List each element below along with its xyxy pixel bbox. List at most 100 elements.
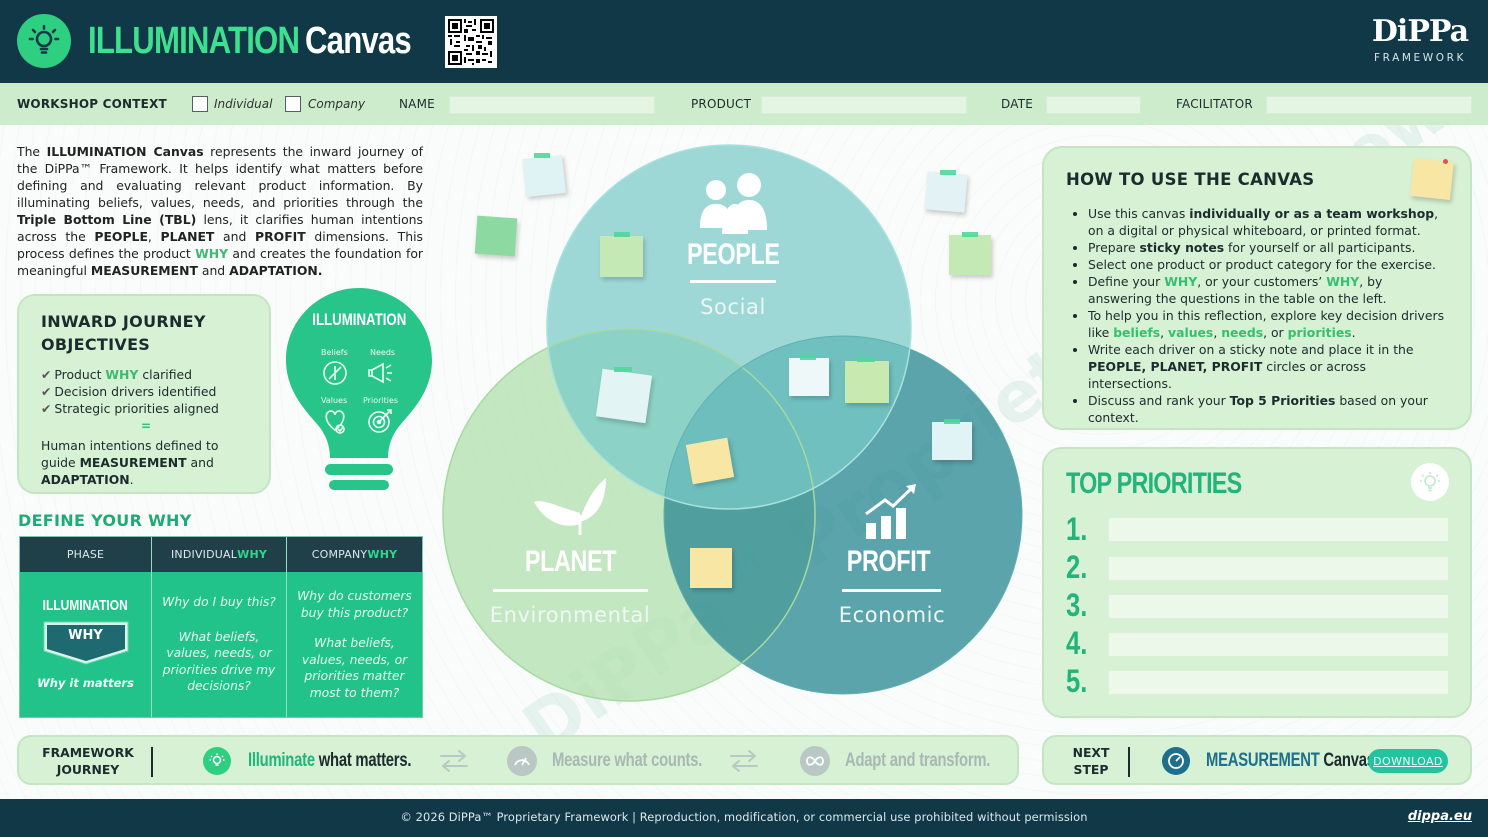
intro-bold: ADAPTATION. [229,263,323,278]
individual-cell[interactable]: Why do I buy this? What beliefs, values,… [152,572,286,717]
journey-footnote: Human intentions defined to guide MEASUR… [41,437,247,488]
why-badge-text: WHY [68,627,103,643]
intro-bold: PEOPLE [94,229,148,244]
intro-bold: MEASUREMENT [90,263,198,278]
sticky-note[interactable] [600,236,643,277]
journey-foot-text: Human intentions defined to guide [41,438,219,470]
howto-driver: priorities [1287,325,1352,340]
company-checkbox[interactable] [285,96,301,112]
priority-number-1: 1. [1066,511,1088,547]
howto-text: , or your customers’ [1197,274,1327,289]
list-item: Prepare sticky notes for yourself or all… [1088,239,1448,256]
sticky-tape [614,367,632,372]
individual-header-why: WHY [237,548,268,561]
framework-label-line: JOURNEY [56,762,120,777]
priority-field-4[interactable] [1108,632,1449,657]
next-canvas-highlight: MEASUREMENT [1206,750,1320,771]
date-field[interactable] [1046,96,1141,114]
profit-divider [842,589,941,592]
people-icon [700,173,767,234]
phase-name: ILLUMINATION [26,597,145,615]
qr-code-icon[interactable] [445,16,497,68]
intro-text-part: and [214,229,256,244]
individual-checkbox[interactable] [192,96,208,112]
download-button[interactable]: DOWNLOAD [1368,749,1448,773]
howto-text: Discuss and rank your [1088,393,1230,408]
list-item: Write each driver on a sticky note and p… [1088,341,1448,392]
priority-field-1[interactable] [1108,517,1449,542]
howto-why: WHY [1164,274,1198,289]
journey-title-line: INWARD JOURNEY [41,312,206,331]
phase-cell: ILLUMINATION WHY Why it matters [20,572,151,717]
howto-text: , by answering the questions in the tabl… [1088,274,1387,306]
facilitator-label: FACILITATOR [1176,97,1253,111]
website-link[interactable]: dippa.eu [1407,809,1472,824]
phase-header: PHASE [20,537,151,572]
gauge-icon [507,746,537,776]
howto-text: , [1213,325,1222,340]
journey-objectives-list: ✔Product WHY clarified ✔Decision drivers… [41,366,247,417]
sticky-note[interactable] [924,171,968,213]
divider [151,747,153,777]
how-to-card: HOW TO USE THE CANVAS Use this canvas in… [1042,146,1472,430]
title-illumination: ILLUMINATION [88,19,300,62]
planet-subtitle: Environmental [489,603,651,627]
intro-text-part: The [17,144,47,159]
list-item: To help you in this reflection, explore … [1088,307,1448,341]
intro-text-part: and [197,263,230,278]
sticky-note[interactable] [690,548,732,588]
list-item: Define your WHY, or your customers’ WHY,… [1088,273,1448,307]
top-priorities-card: TOP PRIORITIES 1. 2. 3. 4. 5. [1042,447,1472,718]
profit-title: PROFIT [823,545,953,579]
swap-arrows-icon [437,748,471,778]
sticky-note[interactable] [949,235,991,275]
sticky-note[interactable] [474,215,518,257]
people-title: PEOPLE [668,238,798,272]
planet-divider [493,589,648,592]
list-item: Select one product or product category f… [1088,256,1448,273]
brand-subtitle: FRAMEWORK [1373,52,1466,64]
sticky-note[interactable] [932,422,972,460]
pin-icon [1443,159,1448,164]
howto-text: Define your [1088,274,1165,289]
facilitator-field[interactable] [1266,96,1472,114]
howto-bold: Top 5 Priorities [1229,393,1336,408]
sticky-tape [614,232,630,237]
profit-title-text: PROFIT [846,545,930,578]
product-field[interactable] [761,96,967,114]
priority-number-2: 2. [1066,549,1088,585]
top-priorities-title: TOP PRIORITIES [1066,467,1242,500]
intro-text-part: and creates the foundation for meaningfu… [17,246,423,278]
objective-text: Product [54,367,106,382]
individual-header-text: INDIVIDUAL [170,548,238,561]
how-to-title: HOW TO USE THE CANVAS [1066,170,1315,189]
name-field[interactable] [449,96,655,114]
sticky-note[interactable] [845,361,889,403]
phase-column: PHASE ILLUMINATION WHY Why it matters [20,537,152,717]
sticky-tape [534,153,550,158]
sticky-note[interactable] [789,358,829,396]
priority-field-5[interactable] [1108,670,1449,695]
sticky-note[interactable] [685,437,735,485]
list-item: ✔Strategic priorities aligned [41,400,247,417]
why-table: PHASE ILLUMINATION WHY Why it matters IN… [19,536,423,718]
sticky-tape [944,419,960,424]
sticky-note[interactable] [522,155,566,197]
workshop-context-label: WORKSHOP CONTEXT [17,97,167,111]
leaf-icon [534,478,606,535]
gauge-icon [1162,747,1190,775]
sticky-note[interactable] [595,368,653,424]
next-step-label-line: NEXT [1072,745,1110,760]
howto-text: for yourself or all participants. [1224,240,1416,255]
how-to-list: Use this canvas individually or as a tea… [1066,205,1448,426]
sticky-tape [962,232,978,237]
intro-text-part: dimensions. This process defines the pro… [17,229,423,261]
priority-field-3[interactable] [1108,594,1449,619]
sticky-note[interactable] [1410,158,1454,200]
company-cell[interactable]: Why do customers buy this product? What … [287,572,422,717]
objective-why: WHY [105,367,139,382]
howto-driver: needs [1221,325,1264,340]
priority-field-2[interactable] [1108,556,1449,581]
